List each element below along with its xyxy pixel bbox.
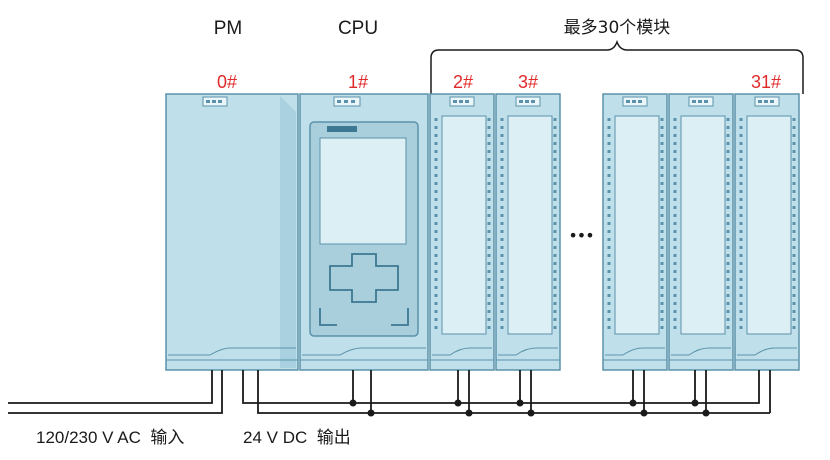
dc-output-label: 24 V DC 输出 [243, 428, 351, 447]
io-module-29 [602, 93, 668, 371]
ac-input-wire-2 [8, 370, 223, 414]
slot-3-label: 3# [518, 72, 538, 92]
pm-label: PM [214, 18, 243, 39]
dc-output-wire-minus [257, 370, 770, 414]
ellipsis: ••• [568, 226, 593, 245]
io-module-2 [429, 93, 495, 371]
max-modules-label: 最多30个模块 [564, 18, 671, 38]
io-module-3 [495, 93, 561, 371]
wire-junctions [349, 399, 710, 417]
slot-1-label: 1# [348, 72, 368, 92]
slot-2-label: 2# [453, 72, 473, 92]
io-module-30 [668, 93, 734, 371]
led-indicator-icon [206, 100, 210, 103]
cpu-display-screen [319, 137, 407, 245]
ac-input-wire-1 [8, 370, 213, 404]
ac-input-label: 120/230 V AC 输入 [36, 428, 184, 447]
dc-output-wire-plus [242, 370, 633, 404]
cpu-module [299, 93, 429, 371]
module-brace [430, 39, 804, 94]
io-module-31 [734, 93, 800, 371]
pm-module [165, 93, 299, 371]
slot-0-label: 0# [217, 72, 237, 92]
cpu-label: CPU [338, 18, 378, 39]
navigation-cross-icon [329, 253, 399, 303]
slot-31-label: 31# [751, 72, 781, 92]
wiring [8, 370, 771, 414]
